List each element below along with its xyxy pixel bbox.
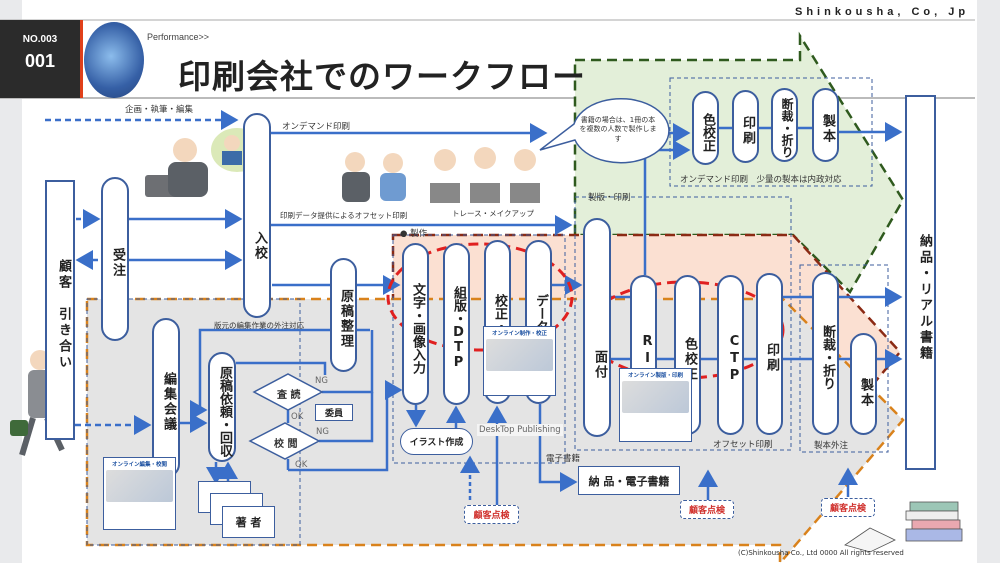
node-order: 受注	[101, 177, 129, 341]
dtp-highlight	[386, 242, 574, 352]
node-binding: 製本	[850, 333, 877, 435]
node-customer: 顧客 引き合い	[45, 180, 75, 440]
press-image	[622, 381, 689, 413]
customer-check-2: 顧客点検	[680, 500, 734, 519]
books-illustration	[844, 501, 963, 553]
node-illustration: イラスト作成	[400, 428, 473, 455]
label-od-caption: オンデマンド印刷 少量の製本は内政対応	[680, 175, 842, 185]
node-manuscript-request: 原稿依頼・回収	[208, 352, 236, 462]
card-online-production: オンライン制作・校正	[483, 326, 556, 396]
card-title: オンライン製版・印刷	[627, 373, 683, 379]
team-image	[486, 339, 553, 371]
node-author: 著 者	[222, 506, 275, 538]
node-delivery-real: 納品・リアル書籍	[905, 95, 936, 470]
node-committee: 委員	[315, 404, 353, 421]
accent-bar	[80, 20, 83, 98]
node-text-image-input: 文字・画像入力	[402, 243, 429, 405]
arrow-ok-to-input	[288, 380, 403, 472]
customer-check-1: 顧客点検	[464, 505, 519, 524]
section-label: Performance>>	[147, 32, 210, 42]
no-label: NO.003	[22, 34, 58, 45]
bubble-text: 書籍の場合は、1冊の本を複数の人数で製作します	[579, 116, 657, 143]
node-od-printing: 印刷	[732, 90, 759, 163]
node-od-cut-fold: 断裁・折り	[771, 88, 798, 162]
node-cut-fold: 断裁・折り	[812, 272, 839, 435]
monitor-image	[106, 470, 173, 502]
platemaking-group	[574, 196, 792, 451]
label-offset: オフセット印刷	[713, 440, 773, 450]
peer-review-diamond	[252, 373, 324, 411]
label-offset-data: 印刷データ提供によるオフセット印刷	[280, 211, 408, 220]
outsourcing-group	[86, 298, 301, 546]
node-peer-review: 査 読	[277, 390, 301, 401]
page-number: 001	[24, 51, 56, 71]
node-od-color-proof: 色校正	[692, 91, 719, 165]
label-ok-2: OK	[295, 460, 308, 470]
node-editorial-meeting: 編集会議	[152, 318, 180, 478]
node-imposition: 面付	[583, 218, 611, 437]
copyright: (C)Shinkousha Co., Ltd 0000 All rights r…	[738, 549, 904, 557]
company-name: Shinkousha, Co, Jp	[795, 6, 970, 18]
card-online-edit: オンライン編集・校閲	[103, 457, 176, 530]
page-number-badge: NO.003 001	[0, 20, 80, 98]
node-od-binding: 製本	[812, 88, 839, 162]
customer-check-3: 顧客点検	[821, 498, 875, 517]
label-binding-out: 製本外注	[814, 441, 849, 451]
node-delivery-ebook: 納 品・電子書籍	[578, 466, 680, 495]
label-planning: 企画・執筆・編集	[125, 105, 194, 115]
node-ctp: CTP	[717, 275, 744, 435]
node-manuscript-arrange: 原稿整理	[330, 258, 357, 372]
node-printing: 印刷	[756, 273, 783, 435]
speech-bubble	[539, 98, 670, 164]
staff-illustration	[145, 128, 540, 203]
card-title: オンライン制作・校正	[491, 331, 547, 337]
label-ebook: 電子書籍	[546, 454, 581, 464]
label-on-demand: オンデマンド印刷	[282, 122, 351, 132]
label-production: ● 製作	[400, 229, 428, 239]
label-outsourcing: 版元の編集作業の外注対応	[214, 321, 304, 330]
arrow-outsourcing-loop	[190, 328, 370, 420]
label-dtp: DeskTop Publishing	[477, 424, 563, 436]
node-typesetting-dtp: 組版・DTP	[443, 243, 470, 405]
globe-logo	[84, 22, 144, 98]
card-title: オンライン編集・校閲	[111, 462, 167, 468]
card-online-print: オンライン製版・印刷	[619, 368, 692, 442]
label-ok-1: OK	[291, 412, 304, 422]
page-title: 印刷会社でのワークフロー	[178, 57, 586, 96]
label-ng-2: NG	[316, 427, 329, 437]
right-margin	[977, 0, 1000, 563]
label-ng-1: NG	[315, 376, 328, 386]
node-proofreading: 校 閲	[274, 439, 298, 450]
node-nyuko: 入校	[243, 113, 271, 318]
label-platemaking: 製版・印刷	[588, 193, 631, 203]
label-trace: トレース・メイクアップ	[452, 209, 534, 218]
proofreading-diamond	[248, 422, 321, 460]
